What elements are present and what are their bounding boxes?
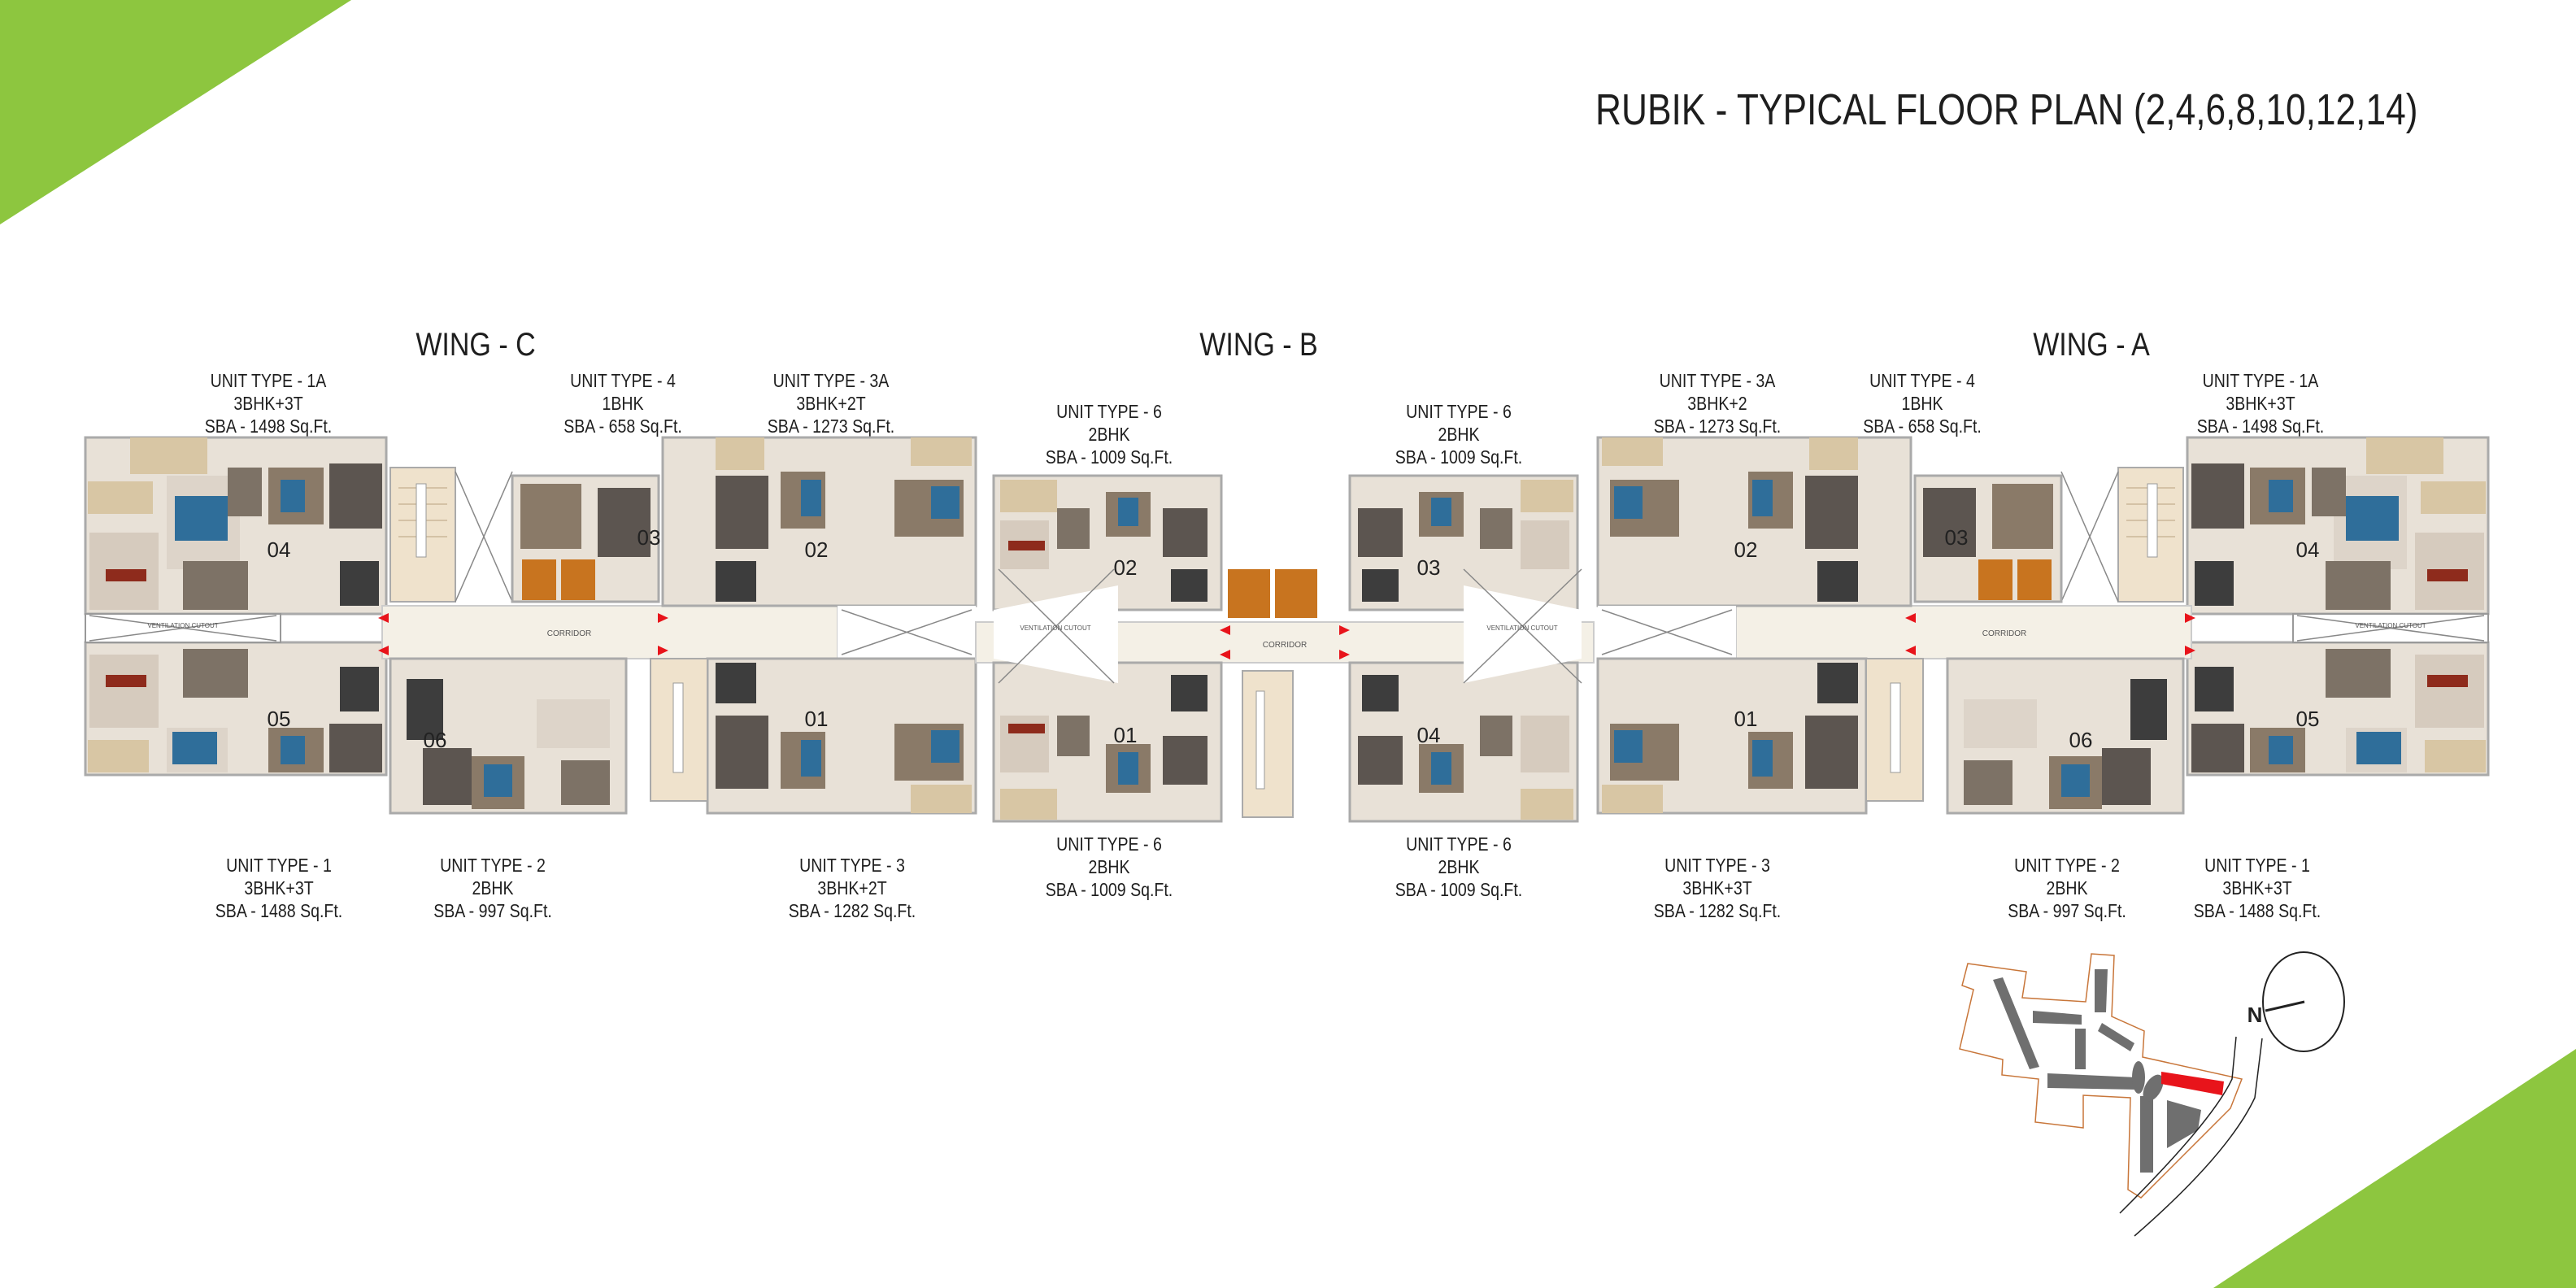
wing-c-label: WING - C — [416, 327, 536, 363]
corridor-label: CORRIDOR — [1263, 641, 1307, 650]
corridor-label: CORRIDOR — [1982, 629, 2026, 638]
unit-number: 03 — [637, 525, 661, 550]
unit-number: 04 — [2296, 537, 2320, 562]
unit-block — [992, 661, 1223, 823]
ventilation-label: VENTILATION CUTOUT — [1486, 624, 1557, 632]
wing-c-plan — [84, 436, 977, 815]
unit-number: 05 — [2296, 707, 2320, 731]
north-label: N — [2247, 1003, 2263, 1027]
unit-number: 02 — [805, 537, 829, 562]
green-corner-top-left — [0, 0, 351, 224]
site-buildings — [1993, 969, 2201, 1173]
unit-number: 05 — [268, 707, 291, 731]
lift — [1275, 569, 1317, 618]
unit-block — [1348, 661, 1579, 823]
entry-arrows — [378, 613, 2195, 659]
key-map: N — [1959, 951, 2345, 1237]
unit-number: 04 — [1417, 723, 1441, 747]
ventilation-label: VENTILATION CUTOUT — [2355, 622, 2426, 629]
unit-number: 02 — [1734, 537, 1758, 562]
wing-a-label: WING - A — [2033, 327, 2150, 363]
unit-number: 03 — [1945, 525, 1969, 550]
unit-block — [992, 474, 1223, 611]
corridor-label: CORRIDOR — [547, 629, 591, 638]
site-boundary — [1959, 953, 2243, 1199]
unit-number: 02 — [1114, 555, 1138, 580]
unit-number: 06 — [2069, 728, 2093, 752]
compass-needle — [2265, 1000, 2305, 1012]
page-title: RUBIK - TYPICAL FLOOR PLAN (2,4,6,8,10,1… — [1595, 85, 2418, 134]
wing-b-plan: CORRIDOR VENTILATION CUTOUT VENTILATION … — [975, 474, 1595, 823]
green-corner-bottom-right — [2213, 1049, 2576, 1288]
unit-number: 01 — [1734, 707, 1758, 731]
unit-numbers: 04 05 06 03 02 01 02 01 03 04 02 01 03 0… — [268, 525, 2320, 752]
unit-number: 01 — [805, 707, 829, 731]
ventilation-cutout — [1463, 568, 1582, 684]
staircase — [1242, 670, 1294, 818]
highlighted-building — [2161, 1072, 2224, 1095]
compass-circle — [2262, 951, 2345, 1052]
lift — [1228, 569, 1270, 618]
ventilation-label: VENTILATION CUTOUT — [1020, 624, 1090, 632]
wing-b-label: WING - B — [1199, 327, 1318, 363]
ventilation-cutout — [994, 568, 1118, 684]
unit-number: 01 — [1114, 723, 1138, 747]
unit-number: 04 — [268, 537, 291, 562]
unit-number: 03 — [1417, 555, 1441, 580]
road — [2119, 1036, 2263, 1237]
unit-number: 06 — [424, 728, 447, 752]
ventilation-label: VENTILATION CUTOUT — [147, 622, 218, 629]
